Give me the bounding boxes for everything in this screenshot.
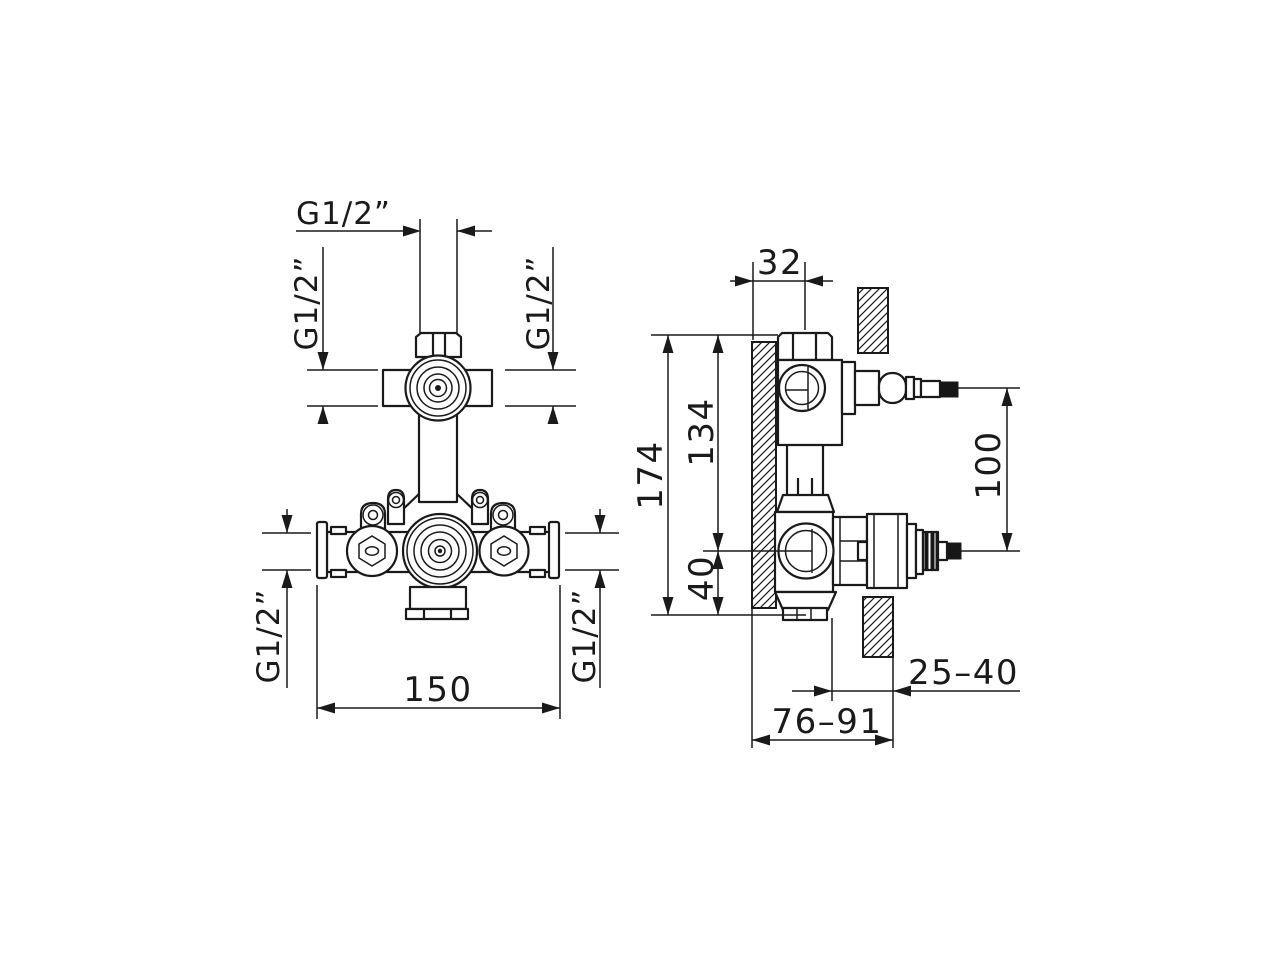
dim-g12-lower-left-label: G1/2” [251, 589, 287, 684]
dimension-arrow [712, 533, 724, 551]
dim-g12-lower-right-label: G1/2” [567, 589, 603, 684]
dimension-arrow [403, 225, 421, 237]
dimension-arrow [594, 515, 606, 533]
dimension-arrow [712, 335, 724, 353]
dimension-arrow [805, 275, 823, 287]
dimension-arrow [814, 685, 832, 697]
dim-depth-range-label: 76–91 [771, 702, 882, 742]
dimension-arrow [712, 551, 724, 569]
dimension-arrow [547, 352, 559, 370]
dim-width-label: 150 [403, 670, 472, 710]
dimension-arrow [547, 406, 559, 424]
dimension-arrow [542, 702, 560, 714]
dim-g12-top-label: G1/2” [296, 196, 391, 232]
dimension-arrow [1001, 533, 1013, 551]
dimension-arrow [893, 685, 911, 697]
dimension-arrow [594, 570, 606, 588]
dimension-arrow [662, 335, 674, 353]
dimension-arrow [317, 702, 335, 714]
side-upper-valve [776, 331, 959, 495]
front-view: G1/2” G1/2” G1/2” G1/2” G1/2” 150 [251, 196, 619, 719]
dimension-arrow [875, 734, 893, 746]
dimension-arrow [281, 515, 293, 533]
dimension-arrow [281, 570, 293, 588]
front-upper-valve [381, 219, 494, 504]
side-view: 32 174 134 40 100 25–40 [631, 243, 1020, 748]
dimension-arrow [735, 275, 753, 287]
front-lower-valve [315, 488, 561, 621]
dimension-arrow [712, 597, 724, 615]
side-lower-valve [703, 493, 962, 622]
dim-finish-range-label: 25–40 [908, 653, 1019, 693]
dimension-arrow [1001, 388, 1013, 406]
dimension-arrow [317, 406, 329, 424]
dim-total-height-label: 174 [631, 440, 671, 509]
dim-g12-upper-left-label: G1/2” [289, 256, 325, 351]
front-dimensions: G1/2” G1/2” G1/2” G1/2” G1/2” 150 [251, 196, 619, 719]
wall-section-lower [862, 596, 894, 658]
dim-upper-height-label: 134 [682, 397, 722, 466]
dim-g12-upper-right-label: G1/2” [521, 256, 557, 351]
dimension-arrow [457, 225, 475, 237]
side-dimensions: 32 174 134 40 100 25–40 [631, 243, 1020, 748]
dim-valve-spacing-label: 100 [969, 430, 1009, 499]
dimension-arrow [752, 734, 770, 746]
dimension-arrow [662, 597, 674, 615]
dim-lower-offset-label: 40 [682, 555, 722, 601]
dimension-arrow [317, 352, 329, 370]
wall-section-main [751, 341, 777, 609]
dim-depth-label: 32 [757, 243, 803, 283]
valve-stem-tip [939, 381, 959, 398]
wall-section-upper [857, 287, 889, 354]
